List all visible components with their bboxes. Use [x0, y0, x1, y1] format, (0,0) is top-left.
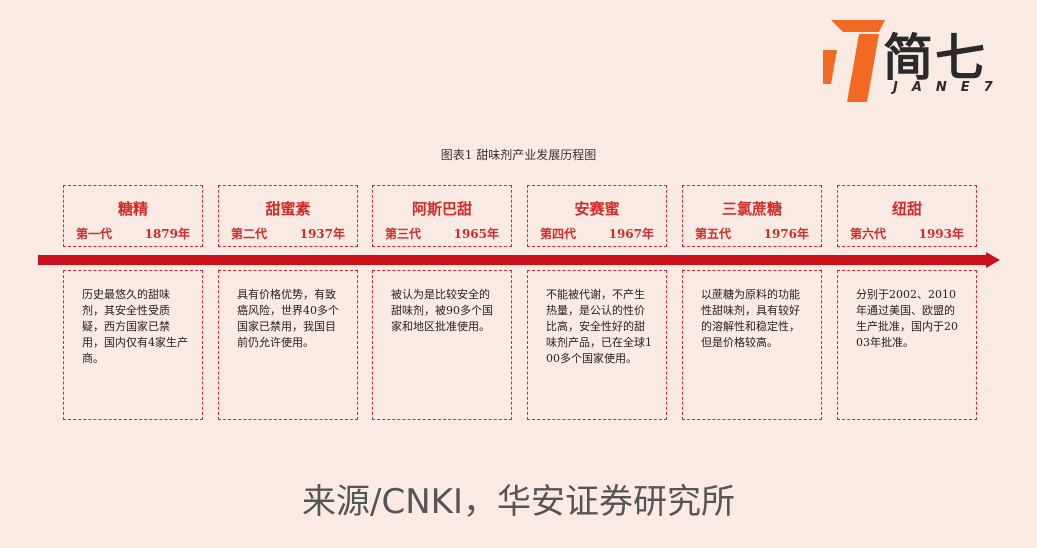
generation-header: 糖精 第一代 1879年	[63, 185, 203, 247]
generation-description: 具有价格优势，有致癌风险，世界40多个国家已禁用，我国目前仍允许使用。	[237, 288, 339, 349]
generation-row: 第四代 1967年	[528, 225, 666, 242]
generation-description: 被认为是比较安全的甜味剂，被90多个国家和地区批准使用。	[391, 288, 493, 333]
generation-label: 第一代	[76, 227, 113, 241]
timeline-arrow-icon	[986, 252, 1000, 268]
generation-description-box: 不能被代谢，不产生热量，是公认的性价比高，安全性好的甜味剂产品，已在全球100多…	[527, 270, 667, 420]
generation-header: 甜蜜素 第二代 1937年	[218, 185, 358, 247]
generation-description-box: 以蔗糖为原料的功能性甜味剂，具有较好的溶解性和稳定性，但是价格较高。	[682, 270, 822, 420]
generation-description-box: 分别于2002、2010年通过美国、欧盟的生产批准，国内于2003年批准。	[837, 270, 977, 420]
generation-row: 第六代 1993年	[838, 225, 976, 242]
generation-description: 以蔗糖为原料的功能性甜味剂，具有较好的溶解性和稳定性，但是价格较高。	[701, 288, 800, 349]
logo-mark-icon	[823, 20, 885, 102]
sweetener-name: 纽甜	[891, 200, 922, 218]
generation-header: 三氯蔗糖 第五代 1976年	[682, 185, 822, 247]
source-note: 来源/CNKI，华安证券研究所	[302, 482, 735, 522]
timeline-bar	[38, 255, 988, 265]
sweetener-name: 安赛蜜	[574, 200, 620, 218]
sweetener-name: 三氯蔗糖	[721, 200, 782, 218]
generation-label: 第三代	[385, 227, 422, 241]
generation-description: 分别于2002、2010年通过美国、欧盟的生产批准，国内于2003年批准。	[856, 288, 958, 349]
sweetener-name: 阿斯巴甜	[411, 200, 472, 218]
logo-chinese-text: 简七	[883, 29, 987, 87]
generation-row: 第三代 1965年	[373, 225, 511, 242]
figure-title: 图表1 甜味剂产业发展历程图	[440, 148, 597, 162]
generation-header: 纽甜 第六代 1993年	[837, 185, 977, 247]
generation-description-box: 被认为是比较安全的甜味剂，被90多个国家和地区批准使用。	[372, 270, 512, 420]
generation-label: 第二代	[231, 227, 268, 241]
generation-label: 第四代	[540, 227, 577, 241]
generation-year: 1879年	[144, 227, 190, 241]
brand-logo: 简七 JANE7	[823, 20, 1013, 102]
generation-year: 1967年	[608, 227, 654, 241]
generation-header: 安赛蜜 第四代 1967年	[527, 185, 667, 247]
generation-description-box: 历史最悠久的甜味剂，其安全性受质疑，西方国家已禁用，国内仅有4家生产商。	[63, 270, 203, 420]
generation-label: 第六代	[850, 227, 887, 241]
generation-year: 1993年	[918, 227, 964, 241]
generation-description: 历史最悠久的甜味剂，其安全性受质疑，西方国家已禁用，国内仅有4家生产商。	[82, 288, 188, 365]
generation-year: 1937年	[299, 227, 345, 241]
generation-label: 第五代	[695, 227, 732, 241]
generation-year: 1965年	[453, 227, 499, 241]
generation-description: 不能被代谢，不产生热量，是公认的性价比高，安全性好的甜味剂产品，已在全球100多…	[546, 288, 652, 365]
generation-header: 阿斯巴甜 第三代 1965年	[372, 185, 512, 247]
sweetener-name: 甜蜜素	[265, 200, 311, 218]
generation-row: 第二代 1937年	[219, 225, 357, 242]
logo-english-text: JANE7	[893, 80, 1007, 95]
generation-description-box: 具有价格优势，有致癌风险，世界40多个国家已禁用，我国目前仍允许使用。	[218, 270, 358, 420]
generation-row: 第一代 1879年	[64, 225, 202, 242]
generation-year: 1976年	[763, 227, 809, 241]
generation-row: 第五代 1976年	[683, 225, 821, 242]
sweetener-name: 糖精	[117, 200, 148, 218]
